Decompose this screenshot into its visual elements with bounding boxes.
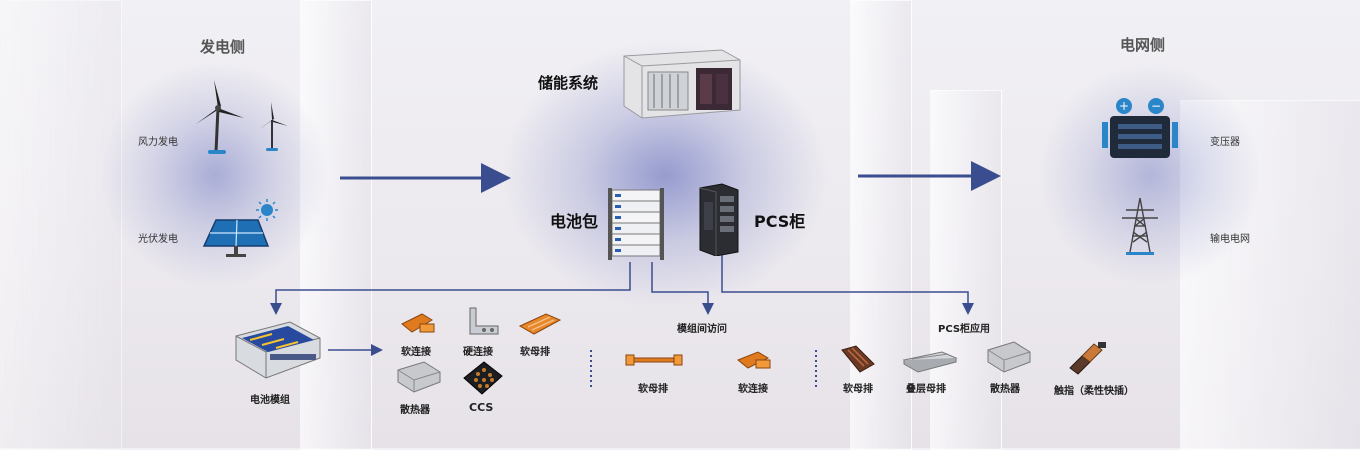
wind-power-label: 风力发电 — [138, 137, 178, 148]
container-icon — [614, 48, 744, 124]
pcs-cabinet-icon — [696, 182, 742, 260]
inter-module-title: 模组间访问 — [677, 324, 727, 335]
hard-connection-icon — [462, 306, 502, 342]
pcs-component-4-label: 触指（柔性快插） — [1054, 386, 1134, 397]
battery-pack-icon — [604, 188, 666, 270]
battery-pack-label: 电池包 — [550, 212, 599, 231]
pcs-component-3-label: 散热器 — [990, 384, 1020, 395]
background-rack — [850, 0, 912, 450]
solar-panel-icon — [200, 198, 280, 262]
solar-power-label: 光伏发电 — [138, 234, 178, 245]
background-rack — [0, 0, 122, 450]
inter-soft-connection-icon — [734, 348, 774, 378]
wind-turbine-icon — [188, 78, 293, 160]
bm-component-2-label: 硬连接 — [463, 347, 493, 358]
bm-component-3-label: 软母排 — [520, 347, 550, 358]
storage-system-title: 储能系统 — [538, 74, 599, 92]
bm-component-1-label: 软连接 — [401, 347, 431, 358]
soft-connection-icon — [398, 310, 438, 342]
battery-module-icon — [232, 318, 324, 386]
background-rack — [1180, 100, 1360, 450]
pcs-heatsink-icon — [984, 340, 1034, 378]
inter-soft-busbar-icon — [624, 352, 684, 372]
soft-busbar-icon — [516, 310, 564, 342]
grid-side-title: 电网侧 — [1120, 36, 1166, 54]
inter-component-2-label: 软连接 — [738, 384, 768, 395]
transformer-label: 变压器 — [1210, 137, 1240, 148]
bm-component-5-label: CCS — [469, 401, 494, 414]
pcs-cabinet-label: PCS柜 — [754, 212, 806, 231]
laminated-busbar-icon — [902, 350, 958, 378]
transmission-tower-icon — [1118, 196, 1162, 260]
ccs-icon — [460, 360, 504, 400]
bm-component-4-label: 散热器 — [400, 405, 430, 416]
transmission-grid-label: 输电电网 — [1210, 234, 1250, 245]
svg-text:−: − — [1151, 99, 1161, 113]
transformer-icon: + − — [1098, 96, 1184, 168]
heatsink-icon — [394, 360, 442, 398]
pcs-component-2-label: 叠层母排 — [906, 384, 946, 395]
pcs-application-title: PCS柜应用 — [938, 324, 991, 335]
finger-contact-icon — [1064, 338, 1110, 382]
inter-component-1-label: 软母排 — [638, 384, 668, 395]
svg-text:+: + — [1119, 99, 1129, 113]
generation-side-title: 发电侧 — [200, 38, 246, 56]
background-rack — [300, 0, 372, 450]
pcs-soft-busbar-icon — [838, 344, 878, 382]
battery-module-label: 电池模组 — [250, 395, 290, 406]
pcs-component-1-label: 软母排 — [843, 384, 873, 395]
